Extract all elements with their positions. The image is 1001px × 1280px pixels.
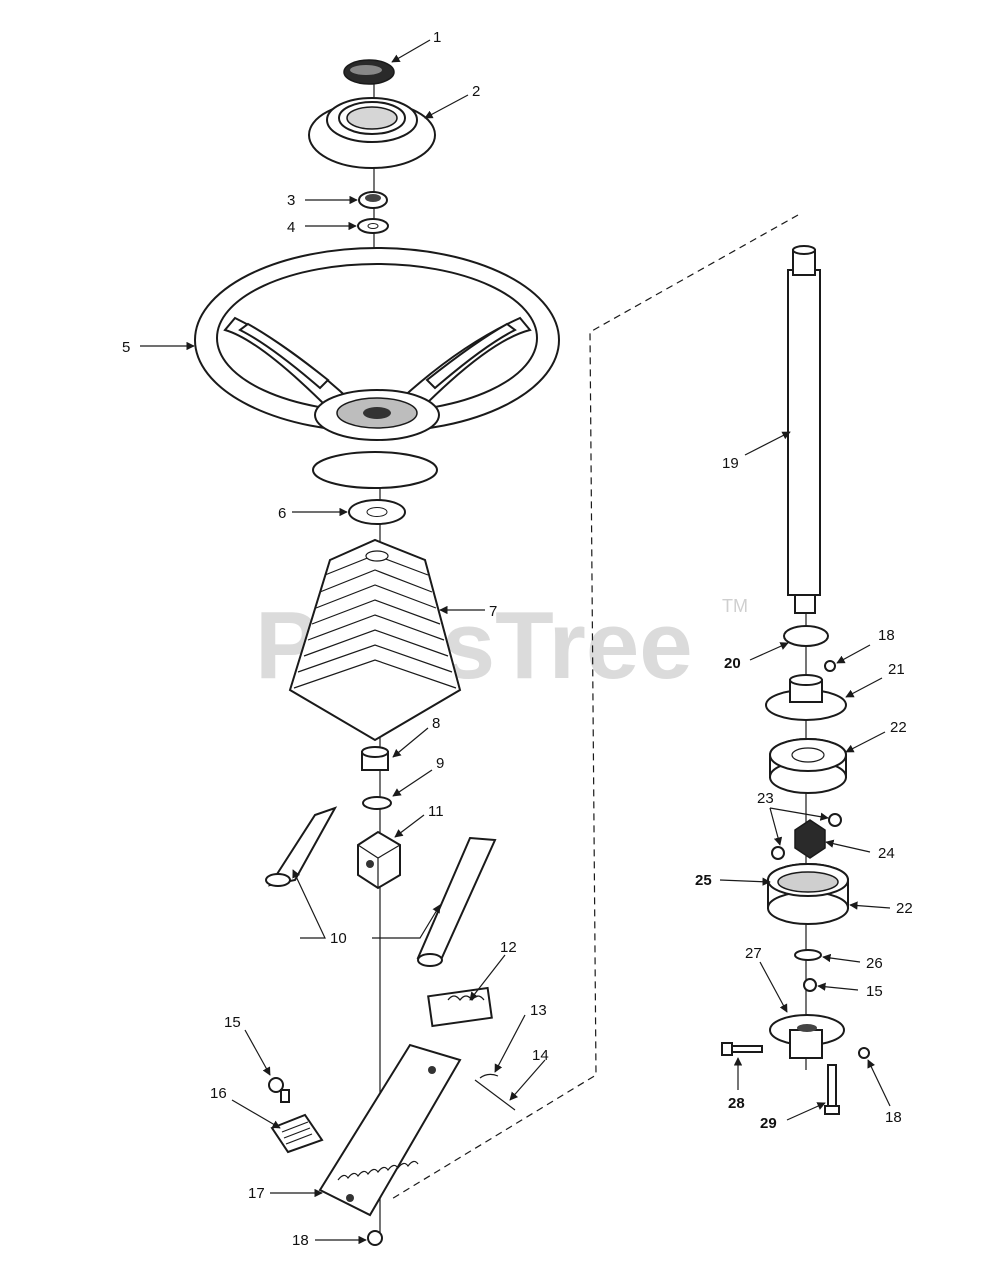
callout-1: 1: [433, 29, 441, 46]
callout-11: 11: [428, 803, 444, 820]
callout-14: 14: [532, 1047, 549, 1064]
callout-12: 12: [500, 939, 517, 956]
callout-10: 10: [330, 930, 347, 947]
part-ball-left: [771, 846, 785, 860]
callout-15-left: 15: [224, 1014, 241, 1031]
part-cap: [343, 59, 395, 85]
part-large-washer: [348, 499, 406, 525]
part-pivot-block: [357, 830, 401, 890]
callout-26: 26: [866, 955, 883, 972]
part-bracket: [318, 1043, 462, 1217]
part-hub-cover: [308, 97, 436, 169]
callout-20: 20: [724, 655, 741, 672]
part-bushing: [361, 746, 389, 771]
callout-18-bottom: 18: [292, 1232, 309, 1249]
callout-8: 8: [432, 715, 440, 732]
callout-15-right: 15: [866, 983, 883, 1000]
part-upper-flange: [765, 674, 847, 721]
part-housing-lower: [767, 863, 849, 925]
part-rail-left: [265, 806, 338, 887]
part-small-washer-right: [794, 949, 822, 961]
callout-7: 7: [489, 603, 497, 620]
callout-2: 2: [472, 83, 480, 100]
callout-18-right-top: 18: [878, 627, 895, 644]
part-bolt-horizontal: [721, 1042, 763, 1056]
callout-29: 29: [760, 1115, 777, 1132]
part-rail-right: [416, 836, 497, 967]
watermark-trademark: TM: [722, 596, 748, 616]
callout-17: 17: [248, 1185, 265, 1202]
leader-lines: [140, 39, 891, 1245]
part-nut-right-bottom: [858, 1047, 870, 1059]
part-nut: [358, 191, 388, 209]
part-bolt-right: [803, 978, 817, 992]
callout-23: 23: [757, 790, 774, 807]
part-steering-wheel: [194, 247, 560, 489]
callout-18-right-bottom: 18: [885, 1109, 902, 1126]
callout-5: 5: [122, 339, 130, 356]
callout-25: 25: [695, 872, 712, 889]
part-snap-ring: [362, 796, 392, 810]
part-pin: [474, 1079, 516, 1111]
part-spring: [427, 986, 493, 1028]
part-ball-cage: [794, 819, 826, 859]
part-shaft-clamp: [783, 625, 829, 647]
callout-4: 4: [287, 219, 295, 236]
callout-9: 9: [436, 755, 444, 772]
part-ball-right: [828, 813, 842, 827]
callout-3: 3: [287, 192, 295, 209]
part-nut-right-top: [824, 660, 836, 672]
callout-22-lower: 22: [896, 900, 913, 917]
callout-27: 27: [745, 945, 762, 962]
part-plate: [270, 1113, 324, 1154]
callout-24: 24: [878, 845, 895, 862]
part-bellows-boot: [288, 538, 462, 742]
callout-6: 6: [278, 505, 286, 522]
callout-28: 28: [728, 1095, 745, 1112]
part-washer: [357, 218, 389, 234]
callout-16: 16: [210, 1085, 227, 1102]
part-bolt-vertical: [824, 1064, 840, 1115]
callout-22-upper: 22: [890, 719, 907, 736]
part-housing-upper: [769, 738, 847, 794]
part-nut-bottom: [367, 1230, 383, 1246]
part-bolt-left: [268, 1077, 290, 1103]
callout-13: 13: [530, 1002, 547, 1019]
part-lower-flange: [769, 1014, 845, 1059]
callout-19: 19: [722, 455, 739, 472]
part-steering-shaft: [787, 245, 821, 614]
callout-21: 21: [888, 661, 905, 678]
part-clip: [479, 1073, 499, 1079]
